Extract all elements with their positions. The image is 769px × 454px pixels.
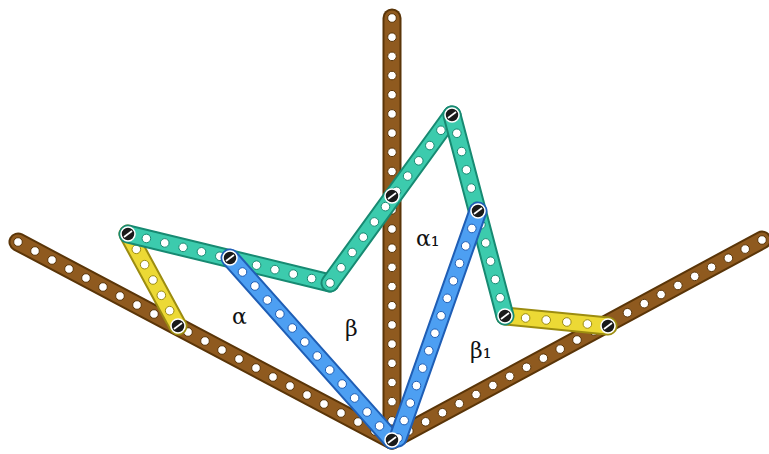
screw (498, 309, 512, 323)
screw (601, 319, 615, 333)
angle-label: β (345, 318, 358, 340)
brown-strip (388, 236, 767, 445)
screw (471, 204, 485, 218)
screw (223, 251, 237, 265)
angle-label: α₁ (416, 228, 440, 250)
screw (171, 319, 185, 333)
blue-strip (226, 254, 397, 445)
angle-label: α (232, 306, 247, 328)
brown-strip (388, 14, 397, 445)
blue-strip (394, 207, 483, 443)
screw (385, 433, 399, 447)
yellow-strip (501, 312, 613, 331)
teal-strip (326, 111, 457, 288)
brown-strip (14, 238, 397, 445)
screw (385, 189, 399, 203)
teal-strip (124, 230, 335, 288)
angle-label: β₁ (470, 340, 492, 362)
screw (121, 227, 135, 241)
screw (445, 108, 459, 122)
